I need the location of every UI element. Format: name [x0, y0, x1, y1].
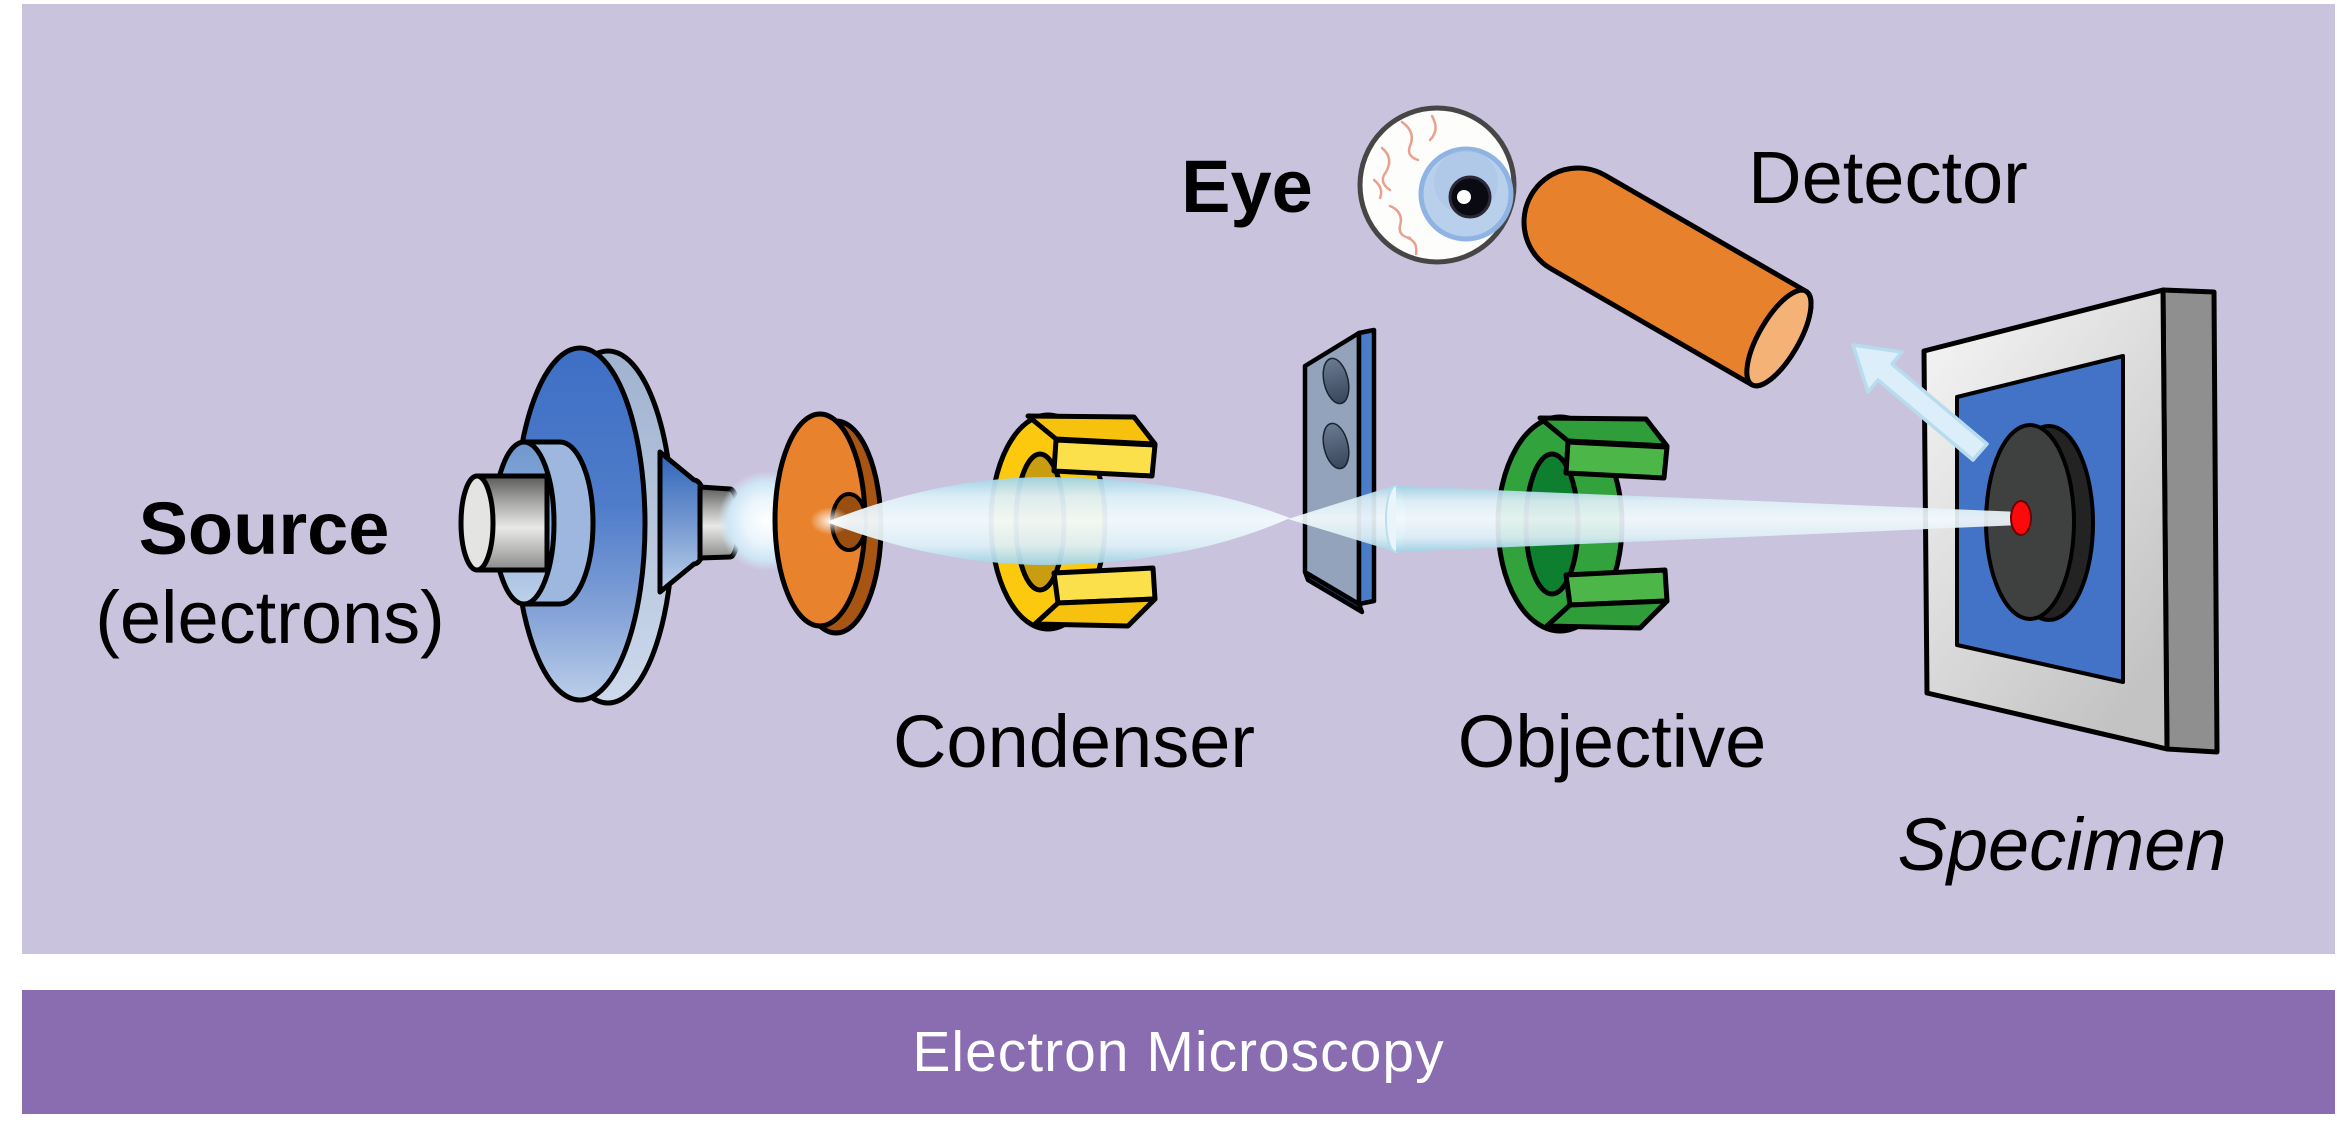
specimen-spot	[2010, 500, 2032, 536]
source-cylinder-cap	[458, 473, 496, 573]
objective-block-top	[1563, 439, 1670, 481]
beam-condenser-segment	[829, 477, 1290, 565]
label-condenser: Condenser	[893, 700, 1255, 783]
label-source: Source	[139, 487, 390, 570]
label-electrons: (electrons)	[95, 576, 445, 659]
beam-crossover-glow	[810, 507, 850, 535]
beam-plate-cone	[1288, 485, 1396, 552]
detector-cylinder	[1521, 165, 1814, 389]
label-detector: Detector	[1748, 136, 2028, 219]
condenser-block-bottom-face	[1032, 596, 1158, 629]
electron-beam	[810, 477, 2021, 565]
eye-illustration	[1357, 105, 1517, 265]
eye-highlight	[1457, 190, 1471, 204]
detector-end-cap	[1744, 287, 1814, 389]
source-assembly	[458, 345, 742, 706]
beam-objective-segment	[1396, 486, 2021, 552]
label-specimen: Specimen	[1897, 803, 2226, 886]
banner-title: Electron Microscopy	[912, 1020, 1445, 1084]
label-eye: Eye	[1181, 145, 1313, 228]
objective-block-bottom-face	[1544, 598, 1670, 631]
condenser-block-top	[1051, 437, 1158, 479]
plate-side-edge	[1356, 327, 1377, 607]
aperture-plate	[1302, 327, 1377, 615]
plate-hole-middle	[1322, 422, 1350, 470]
plate-hole-top	[1322, 357, 1350, 405]
specimen-frame-side	[2160, 287, 2220, 755]
title-banner: Electron Microscopy	[22, 990, 2335, 1114]
eye-veins	[1372, 114, 1437, 256]
scatter-arrow	[1851, 343, 1989, 462]
label-objective: Objective	[1458, 700, 1766, 783]
